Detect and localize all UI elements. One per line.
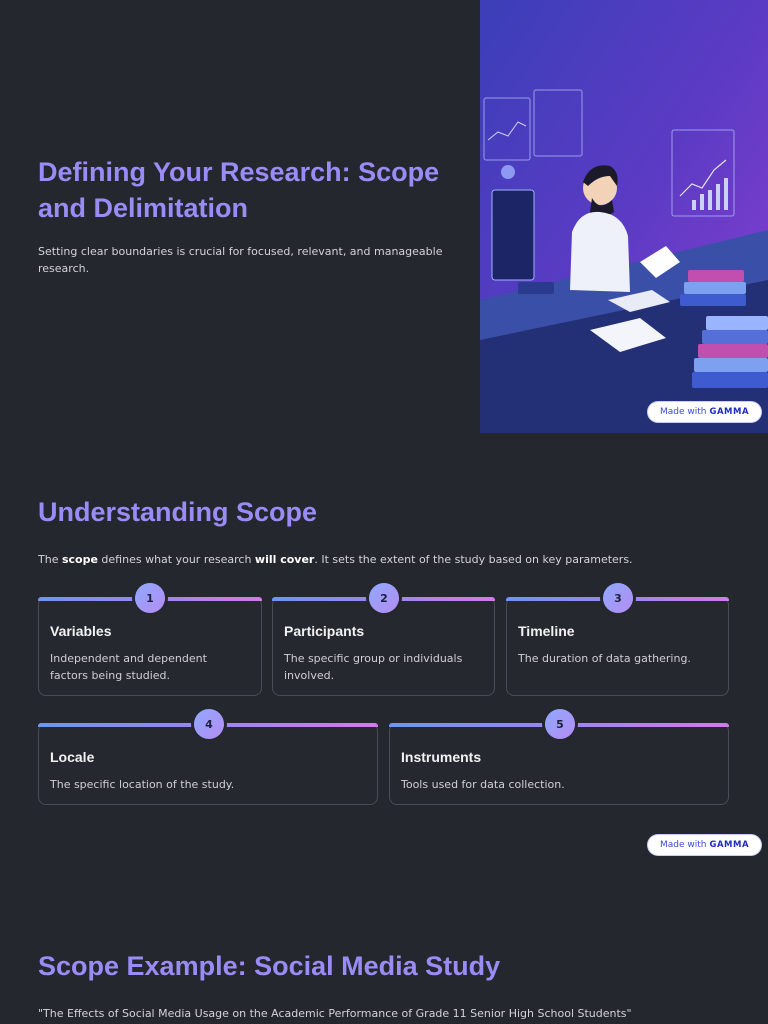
scope-card-timeline: 3 Timeline The duration of data gatherin… xyxy=(506,583,729,696)
card-title: Locale xyxy=(50,749,95,765)
badge-prefix: Made with xyxy=(660,840,707,850)
card-title: Instruments xyxy=(401,749,482,765)
scope-intro: The scope defines what your research wil… xyxy=(38,552,633,568)
hero-subtitle: Setting clear boundaries is crucial for … xyxy=(38,245,443,275)
step-number: 1 xyxy=(135,583,165,613)
intro-text-1: The xyxy=(38,553,62,566)
intro-text-2: defines what your research xyxy=(97,553,255,566)
step-number: 3 xyxy=(603,583,633,613)
researcher-illustration: Made with GAMMA xyxy=(480,0,768,433)
scope-card-participants: 2 Participants The specific group or ind… xyxy=(272,583,495,696)
card-description: The specific group or individuals involv… xyxy=(284,652,463,682)
scope-card-locale: 4 Locale The specific location of the st… xyxy=(38,709,378,805)
made-with-gamma-badge[interactable]: Made with GAMMA xyxy=(648,402,762,422)
made-with-gamma-badge[interactable]: Made with GAMMA xyxy=(648,835,762,855)
scope-section-title: Understanding Scope xyxy=(38,497,318,527)
card-description: The specific location of the study. xyxy=(50,778,235,791)
step-number: 2 xyxy=(369,583,399,613)
step-number: 4 xyxy=(194,709,224,739)
gamma-logo: GAMMA xyxy=(709,407,750,417)
intro-bold-scope: scope xyxy=(61,553,98,566)
scope-card-variables: 1 Variables Independent and dependent fa… xyxy=(38,583,262,696)
step-number: 5 xyxy=(545,709,575,739)
card-description: Independent and dependent factors being … xyxy=(50,652,207,682)
scope-card-instruments: 5 Instruments Tools used for data collec… xyxy=(389,709,729,805)
intro-bold-will-cover: will cover xyxy=(254,553,315,566)
intro-text-3: . It sets the extent of the study based … xyxy=(314,553,633,566)
card-title: Participants xyxy=(284,623,365,639)
example-section-title: Scope Example: Social Media Study xyxy=(38,951,501,981)
gamma-logo: GAMMA xyxy=(709,840,750,850)
card-title: Timeline xyxy=(518,623,575,639)
card-title: Variables xyxy=(50,623,112,639)
card-description: Tools used for data collection. xyxy=(401,778,565,791)
card-description: The duration of data gathering. xyxy=(518,652,691,665)
example-quote: "The Effects of Social Media Usage on th… xyxy=(38,1007,632,1020)
badge-prefix: Made with xyxy=(660,407,707,417)
hero-title: Defining Your Research: Scope and Delimi… xyxy=(38,157,440,223)
